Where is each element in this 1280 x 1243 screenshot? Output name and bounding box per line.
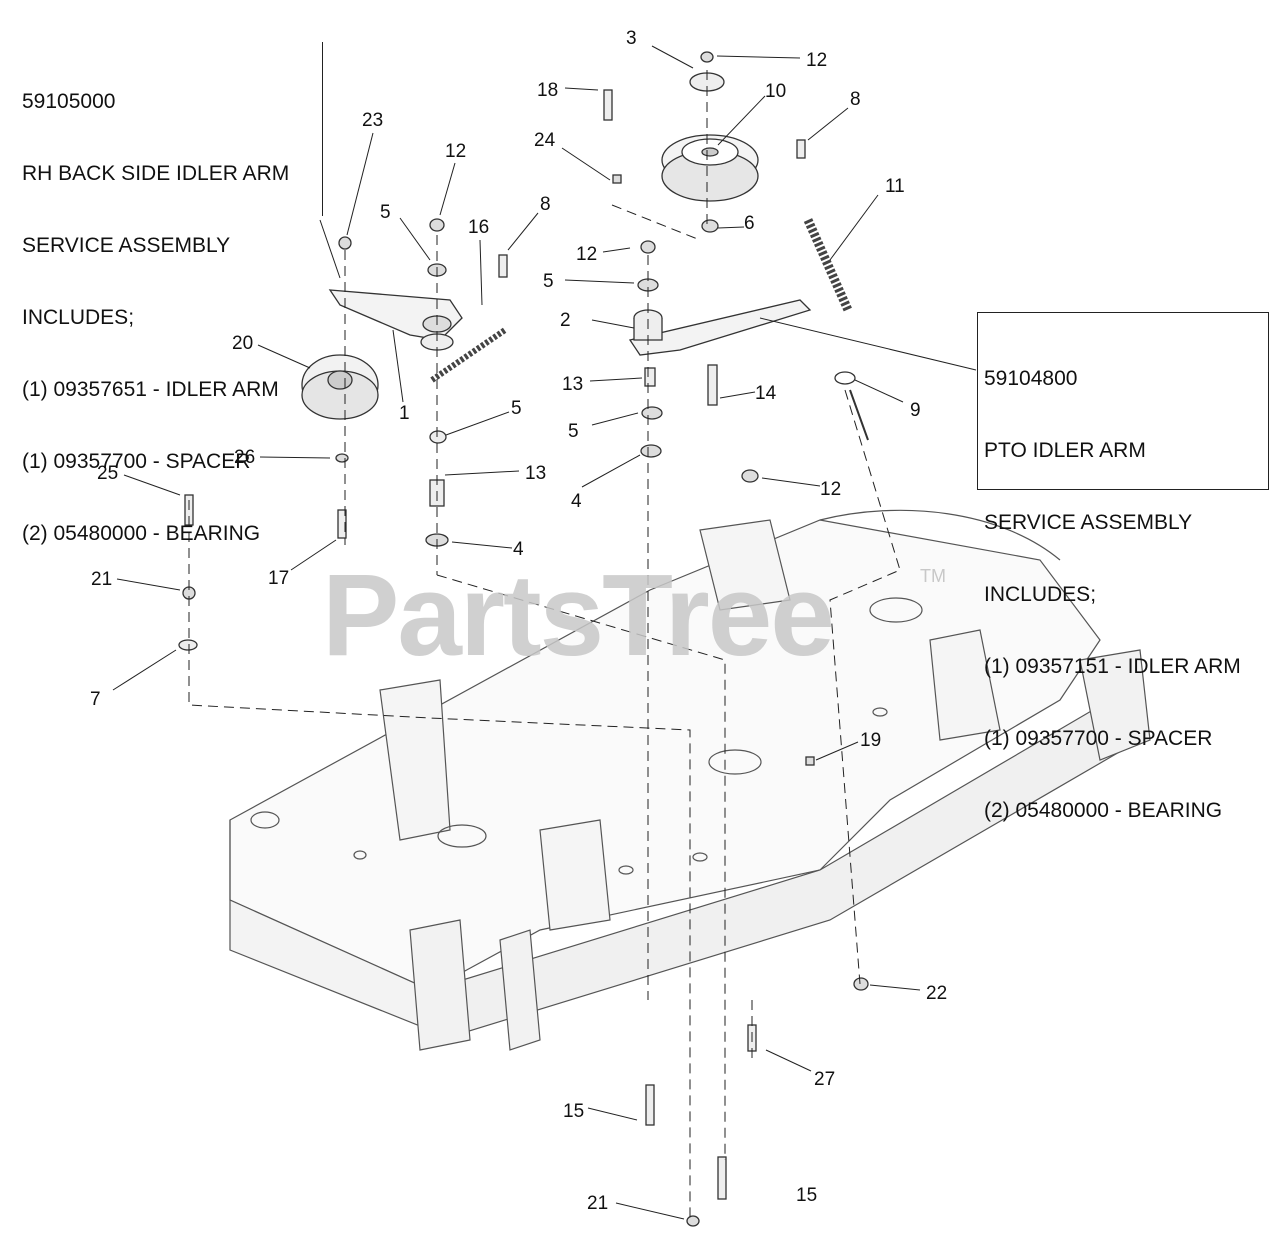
callout-number: 17 — [268, 568, 289, 589]
callout-number: 6 — [744, 213, 755, 234]
callout-number: 21 — [587, 1193, 608, 1214]
callout-number: 27 — [814, 1069, 835, 1090]
callout-number: 4 — [513, 539, 524, 560]
callout-number: 2 — [560, 310, 571, 331]
mower-deck-outline — [229, 509, 1151, 1051]
watermark: PartsTree — [322, 550, 835, 680]
callout-number: 15 — [796, 1185, 817, 1206]
callout-number: 25 — [97, 463, 118, 484]
info-line: 59104800 — [984, 367, 1078, 390]
callout-number: 4 — [571, 491, 582, 512]
callout-number: 13 — [525, 463, 546, 484]
info-line: (1) 09357651 - IDLER ARM — [22, 378, 279, 401]
pto-idler-arm-info-box: 59104800 PTO IDLER ARM SERVICE ASSEMBLY … — [977, 312, 1269, 822]
callout-number: 10 — [765, 81, 786, 102]
info-line: INCLUDES; — [22, 306, 135, 329]
info-line: (2) 05480000 - BEARING — [22, 522, 261, 545]
callout-number: 12 — [576, 244, 597, 265]
callout-number: 22 — [926, 983, 947, 1004]
callout-number: 9 — [910, 400, 921, 421]
callout-number: 16 — [468, 217, 489, 238]
callout-number: 19 — [860, 730, 881, 751]
callout-number: 24 — [534, 130, 556, 151]
callout-number: 11 — [885, 176, 905, 197]
callout-number: 18 — [537, 80, 558, 101]
info-line: (1) 09357700 - SPACER — [22, 450, 251, 473]
callout-number: 12 — [806, 50, 827, 71]
info-line: PTO IDLER ARM — [984, 439, 1146, 462]
info-line: (1) 09357151 - IDLER ARM — [984, 655, 1241, 678]
watermark-tm: TM — [920, 566, 946, 586]
callout-number: 14 — [755, 383, 777, 404]
callout-number: 5 — [568, 421, 579, 442]
leader-lines — [112, 45, 977, 1220]
callout-number: 5 — [543, 271, 554, 292]
exploded-parts — [178, 51, 869, 1227]
callout-number: 20 — [232, 333, 253, 354]
info-line: RH BACK SIDE IDLER ARM — [22, 162, 290, 185]
info-line: SERVICE ASSEMBLY — [984, 511, 1193, 534]
callout-number: 3 — [626, 28, 637, 49]
callout-number: 12 — [445, 141, 466, 162]
callout-number: 15 — [563, 1101, 584, 1122]
callout-number: 1 — [399, 403, 410, 424]
centerlines — [188, 70, 901, 1220]
info-line: INCLUDES; — [984, 583, 1097, 606]
callout-number: 12 — [820, 479, 841, 500]
info-line: (1) 09357700 - SPACER — [984, 727, 1213, 750]
callout-number: 13 — [562, 374, 583, 395]
callout-number: 5 — [380, 202, 391, 223]
rh-back-side-idler-arm-info-box: 59105000 RH BACK SIDE IDLER ARM SERVICE … — [22, 42, 323, 545]
callout-number: 8 — [540, 194, 551, 215]
callout-number: 5 — [511, 398, 522, 419]
callout-number: 23 — [362, 110, 383, 131]
callout-number: 8 — [850, 89, 861, 110]
info-line: SERVICE ASSEMBLY — [22, 234, 231, 257]
info-line: (2) 05480000 - BEARING — [984, 799, 1223, 822]
callout-number: 7 — [90, 689, 101, 710]
info-line: 59105000 — [22, 90, 116, 113]
callout-number: 26 — [234, 447, 255, 468]
callout-number: 21 — [91, 569, 112, 590]
